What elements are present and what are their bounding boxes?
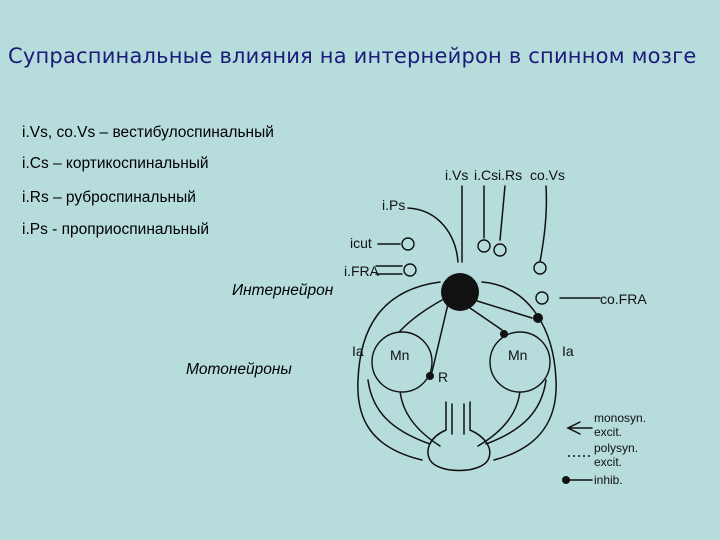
interneuron-soma <box>441 273 479 311</box>
loop-ia-left-inner <box>367 379 431 445</box>
label-ips: i.Ps <box>382 197 405 213</box>
inhibitory-terminal-renshaw <box>426 372 434 380</box>
label-mn-right: Mn <box>508 347 527 363</box>
key-mono-label-1: monosyn. <box>594 411 646 425</box>
label-mn-left: Mn <box>390 347 409 363</box>
mn-right-axon <box>477 389 521 447</box>
ics-terminal <box>477 239 491 253</box>
key-inhib-dot <box>562 476 570 484</box>
ifra-cell <box>403 263 417 277</box>
covs-terminal <box>533 261 547 275</box>
fiber-irs <box>499 185 506 241</box>
legend-line-propriospinal: i.Ps - проприоспинальный <box>22 221 209 238</box>
axon-inhibitory-right <box>473 299 533 319</box>
label-renshaw: R <box>438 369 448 385</box>
caption-interneuron: Интернейрон <box>232 282 334 299</box>
label-ifra: i.FRA <box>344 263 380 279</box>
motoneuron-left <box>371 331 433 393</box>
icut-cell <box>401 237 415 251</box>
label-icut: icut <box>350 235 372 251</box>
inhibitory-terminal-right <box>500 330 508 338</box>
label-irs: i.Rs <box>498 167 522 183</box>
label-ics: i.Cs <box>474 167 498 183</box>
fiber-covs <box>539 185 548 263</box>
cofra-cell <box>535 291 549 305</box>
legend-line-corticospinal: i.Cs – кортикоспинальный <box>22 155 209 172</box>
key-inhib-label: inhib. <box>594 473 623 487</box>
key-mono-arrow <box>566 421 581 435</box>
legend-line-vestibulospinal: i.Vs, co.Vs – вестибулоспинальный <box>22 124 274 141</box>
label-ivs: i.Vs <box>445 167 468 183</box>
caption-motoneurons: Мотонейроны <box>186 361 292 378</box>
inhibitory-terminal-cofra <box>533 313 543 323</box>
central-cord-inner <box>451 403 465 435</box>
motoneuron-right <box>489 331 551 393</box>
key-mono-label-2: excit. <box>594 425 622 439</box>
label-ia-left: Ia <box>352 343 364 359</box>
legend-line-rubrospinal: i.Rs – руброспинальный <box>22 189 196 206</box>
axon-interneuron-down <box>431 303 449 373</box>
irs-terminal <box>493 243 507 257</box>
label-cofra: co.FRA <box>600 291 647 307</box>
key-poly-label-1: polysyn. <box>594 441 638 455</box>
key-poly-label-2: excit. <box>594 455 622 469</box>
slide-title: Супраспинальные влияния на интернейрон в… <box>8 44 697 68</box>
loop-ia-left-outer <box>357 281 441 461</box>
label-ia-right: Ia <box>562 343 574 359</box>
mn-left-axon <box>399 389 441 447</box>
loop-ia-right-inner <box>485 379 547 445</box>
label-covs: co.Vs <box>530 167 565 183</box>
central-cord <box>427 401 491 472</box>
loop-ia-right-outer <box>481 281 557 461</box>
fiber-ips <box>407 207 459 263</box>
axon-interneuron-right <box>469 307 503 331</box>
